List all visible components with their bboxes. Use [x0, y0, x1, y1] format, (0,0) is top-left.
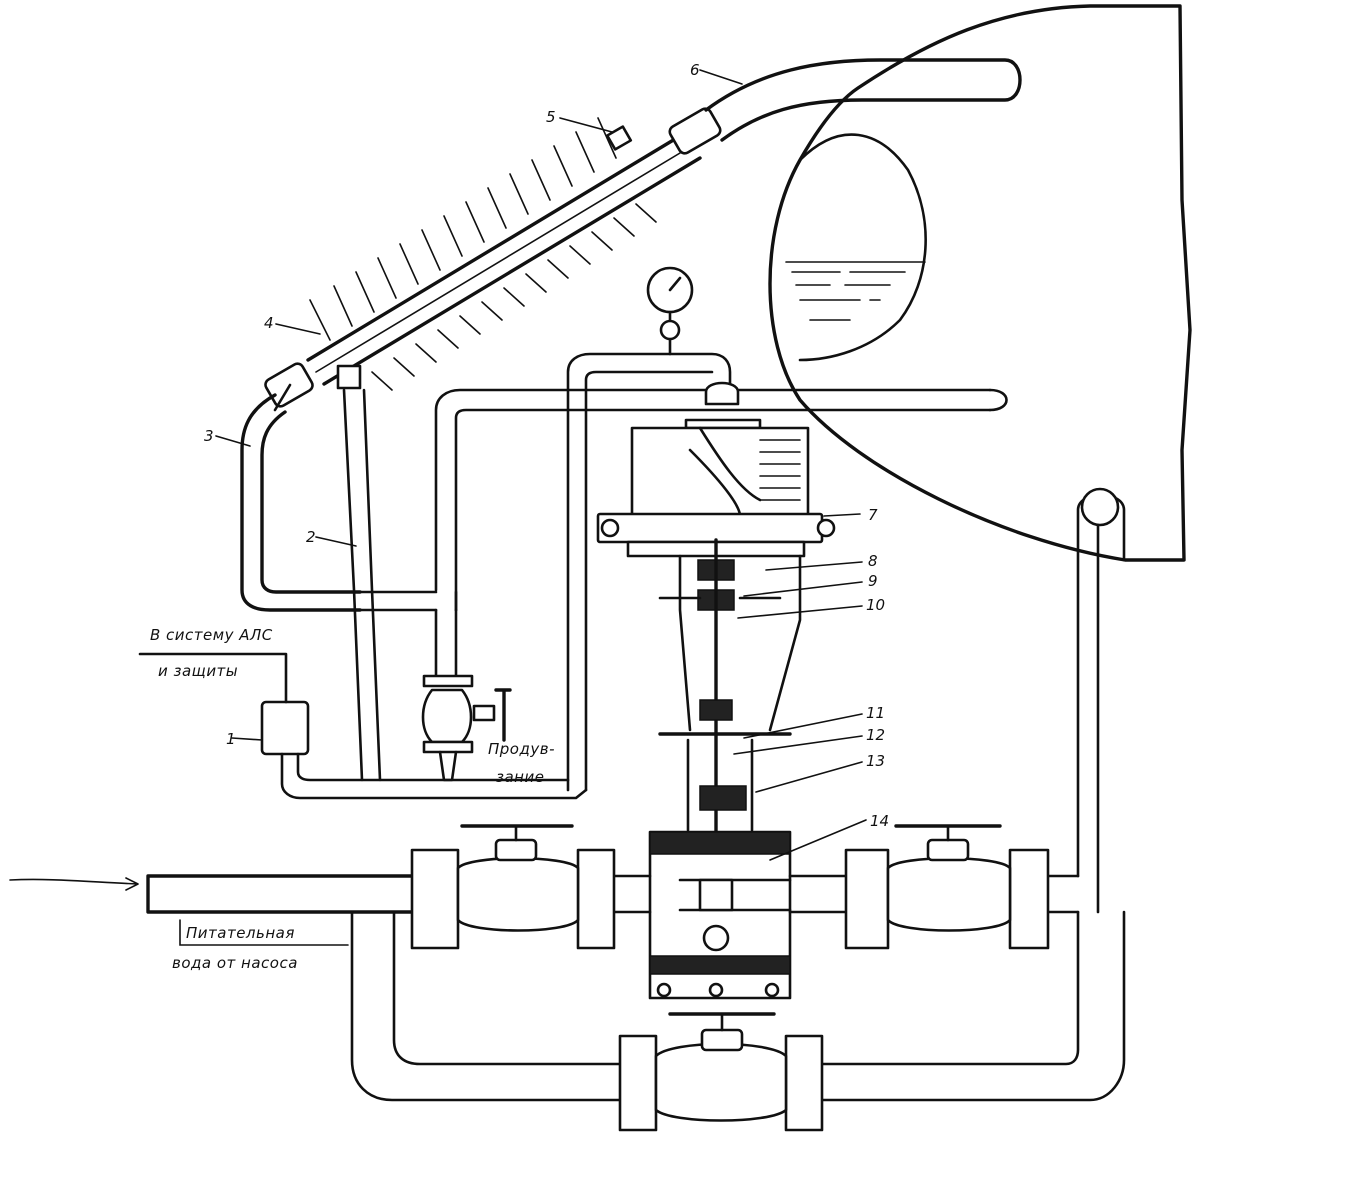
cooling-fins-upper	[309, 117, 617, 341]
leader-lines	[215, 69, 867, 861]
callout-8: 8	[868, 552, 878, 570]
right-riser-pipe	[1076, 487, 1126, 914]
boiler-drum	[768, 4, 1192, 562]
callout-3: 3	[204, 427, 214, 445]
label-to-system-line1: В систему АЛС	[150, 626, 273, 644]
label-feed-line2: вода от насоса	[172, 954, 298, 972]
pipe-2-fitting	[336, 364, 362, 390]
bypass-valve	[618, 1012, 824, 1132]
callout-2: 2	[306, 528, 316, 546]
label-feed-line1: Питательная	[186, 924, 295, 942]
bypass-pipe	[350, 910, 1126, 1102]
pipe-2	[336, 364, 382, 782]
left-gate-valve	[410, 824, 616, 950]
callout-5: 5	[546, 108, 556, 126]
pipe-3	[240, 393, 362, 612]
callout-4: 4	[264, 314, 274, 332]
callout-12: 12	[866, 726, 885, 744]
right-gate-valve	[844, 824, 1050, 950]
callout-13: 13	[866, 752, 885, 770]
cooling-fins-lower	[371, 203, 657, 391]
callout-9: 9	[868, 572, 878, 590]
label-purge-line1: Продув-	[488, 740, 555, 758]
actuator-bellows	[759, 439, 801, 501]
fin-condenser-tube	[264, 107, 722, 412]
callout-14: 14	[870, 812, 889, 830]
pipe-6	[704, 58, 1022, 142]
feed-label-bracket	[179, 919, 349, 946]
callout-6: 6	[690, 61, 700, 79]
tube-right-nut	[668, 107, 722, 155]
label-to-system-line2: и защиты	[158, 662, 238, 680]
callout-11: 11	[866, 704, 885, 722]
regulator-actuator	[596, 381, 836, 882]
vent-cap	[605, 125, 633, 151]
regulating-valve-body	[648, 830, 792, 1000]
upper-pipe-loop	[358, 352, 1008, 792]
pressure-gauge	[646, 266, 694, 356]
label-purge-line2: зание	[496, 768, 544, 786]
callout-7: 7	[868, 506, 878, 524]
callout-1: 1	[226, 730, 236, 748]
callout-10: 10	[866, 596, 885, 614]
blowdown-valve	[421, 608, 512, 782]
element-1-box	[138, 652, 588, 800]
